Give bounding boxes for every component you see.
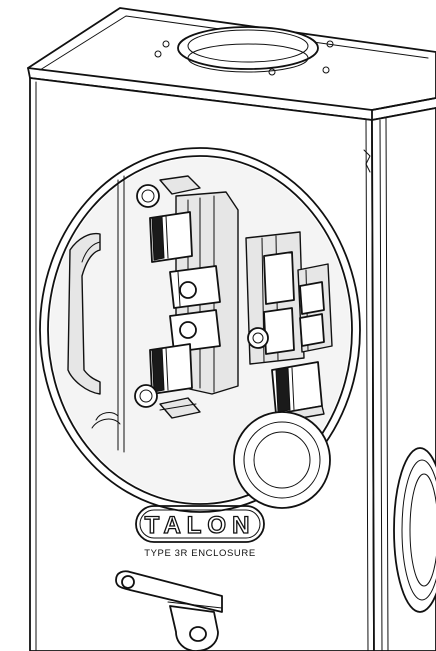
- enclosure-top-hood: [27, 7, 436, 121]
- enclosure-right-side: [371, 107, 436, 651]
- side-knockout: [393, 447, 436, 613]
- rear-knockout: [233, 411, 331, 509]
- left-mounting-bracket: [67, 232, 101, 395]
- brand-name: TALON: [145, 512, 256, 539]
- left-jaw-assembly: [134, 175, 239, 419]
- brand-label: TALON TYPE 3R ENCLOSURE: [135, 505, 265, 559]
- side-screw: [363, 149, 371, 173]
- enclosure-type-text: TYPE 3R ENCLOSURE: [144, 548, 256, 559]
- rear-small-knockout: [91, 412, 121, 429]
